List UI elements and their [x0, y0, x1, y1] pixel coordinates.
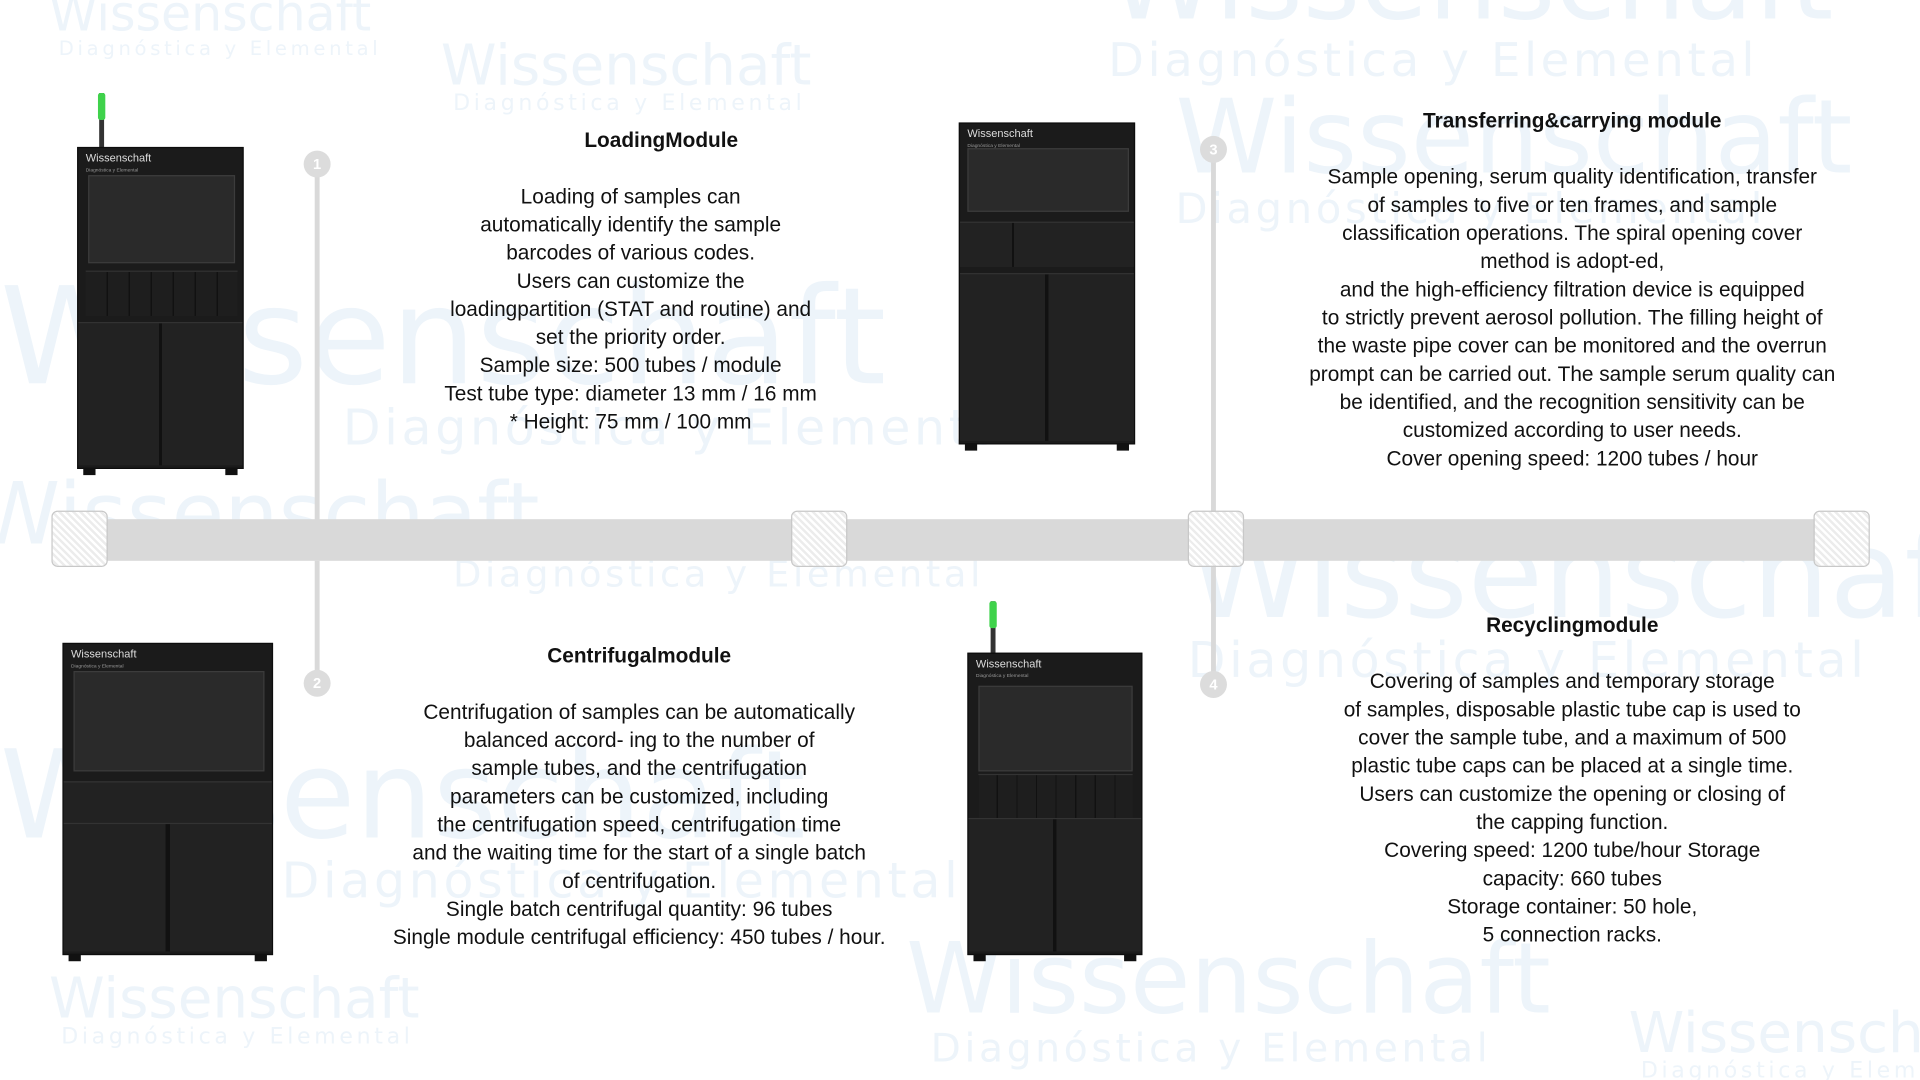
step-number-4: 4	[1200, 671, 1227, 698]
step-number-3: 3	[1200, 135, 1227, 163]
green-led-icon	[97, 93, 106, 121]
timeline-node	[51, 510, 108, 567]
step-description: Covering of samples and temporary storag…	[1343, 669, 1801, 947]
connector-line	[314, 153, 320, 521]
step-description: Sample opening, serum quality identifica…	[1309, 165, 1836, 471]
step-title: LoadingModule	[584, 128, 739, 152]
connector-line	[1211, 560, 1216, 684]
status-light-pole	[989, 601, 997, 656]
step-recycling-module: Recyclingmodule Covering of samples and …	[1291, 611, 1854, 949]
connector-line	[314, 560, 320, 684]
step-transferring-module: Transferring&carrying module Sample open…	[1266, 107, 1878, 473]
status-light-pole	[97, 93, 106, 150]
step-title: Recyclingmodule	[1486, 613, 1659, 637]
step-loading-module: LoadingModule Loading of samples can aut…	[404, 126, 857, 436]
connector-line	[1211, 138, 1216, 521]
step-title: Centrifugalmodule	[547, 644, 732, 668]
step-number-2: 2	[303, 669, 331, 697]
timeline-node	[1187, 510, 1245, 567]
timeline-bar	[79, 519, 1843, 561]
step-title: Transferring&carrying module	[1423, 108, 1722, 133]
timeline-node	[791, 510, 848, 567]
step-description: Loading of samples can automatically ide…	[444, 184, 817, 434]
step-description: Centrifugation of samples can be automat…	[392, 700, 886, 949]
step-centrifugal-module: Centrifugalmodule Centrifugation of samp…	[345, 642, 933, 952]
step-number-1: 1	[303, 150, 331, 178]
timeline-node	[1813, 510, 1870, 567]
green-led-icon	[989, 601, 997, 629]
